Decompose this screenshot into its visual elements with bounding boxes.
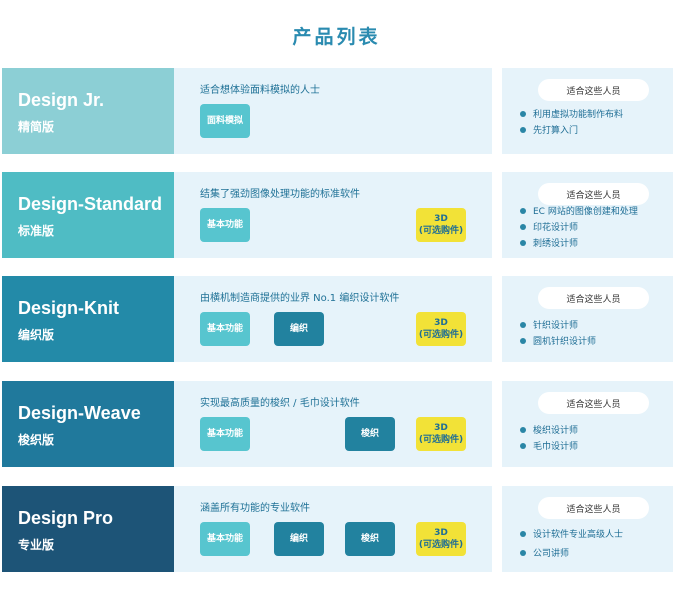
list-item: 梭织设计师 — [520, 423, 578, 439]
product-name-block: Design Jr. 精简版 — [2, 68, 174, 154]
product-row-design-weave: Design-Weave 梭织版 实现最高质量的梭织 / 毛巾设计软件 基本功能… — [2, 381, 673, 467]
list-item: 先打算入门 — [520, 123, 623, 139]
product-features-panel: 适合想体验面料模拟的人士 面料模拟 — [174, 68, 492, 154]
bullet-icon — [520, 337, 526, 344]
target-users-header: 适合这些人员 — [538, 79, 649, 101]
list-item: 公司讲师 — [520, 545, 623, 564]
product-description: 结集了强劲图像处理功能的标准软件 — [200, 189, 360, 200]
list-item: 设计软件专业高级人士 — [520, 526, 623, 545]
list-item: 刺绣设计师 — [520, 236, 638, 252]
target-users-list: EC 网站的图像创建和处理 印花设计师 刺绣设计师 — [520, 204, 638, 252]
target-users-panel: 适合这些人员 利用虚拟功能制作布料 先打算入门 — [502, 68, 673, 154]
list-item: 圆机针织设计师 — [520, 334, 596, 350]
target-users-panel: 适合这些人员 EC 网站的图像创建和处理 印花设计师 刺绣设计师 — [502, 172, 673, 258]
product-row-design-pro: Design Pro 专业版 涵盖所有功能的专业软件 基本功能 编织 梭织 3D… — [2, 486, 673, 572]
feature-3d-optional-button[interactable]: 3D (可选购件) — [416, 208, 466, 242]
target-users-panel: 适合这些人员 设计软件专业高级人士 公司讲师 — [502, 486, 673, 572]
list-item: 针织设计师 — [520, 318, 596, 334]
product-name-block: Design-Standard 标准版 — [2, 172, 174, 258]
feature-fabric-simulation-button[interactable]: 面料模拟 — [200, 104, 250, 138]
product-features-panel: 实现最高质量的梭织 / 毛巾设计软件 基本功能 梭织 3D (可选购件) — [174, 381, 492, 467]
target-users-list: 利用虚拟功能制作布料 先打算入门 — [520, 107, 623, 139]
feature-3d-optional-button[interactable]: 3D (可选购件) — [416, 417, 466, 451]
target-users-list: 设计软件专业高级人士 公司讲师 — [520, 526, 623, 564]
bullet-icon — [520, 530, 526, 537]
feature-knit-button[interactable]: 编织 — [274, 522, 324, 556]
product-row-design-jr: Design Jr. 精简版 适合想体验面料模拟的人士 面料模拟 适合这些人员 … — [2, 68, 673, 154]
product-name: Design-Standard — [18, 194, 163, 214]
product-subtitle: 专业版 — [18, 538, 55, 552]
product-name-block: Design-Weave 梭织版 — [2, 381, 174, 467]
product-features-panel: 结集了强劲图像处理功能的标准软件 基本功能 3D (可选购件) — [174, 172, 492, 258]
bullet-icon — [520, 223, 526, 230]
product-name: Design-Knit — [18, 298, 119, 318]
product-subtitle: 梭织版 — [18, 433, 55, 447]
bullet-icon — [520, 321, 526, 328]
product-subtitle: 标准版 — [18, 224, 55, 238]
list-item: 利用虚拟功能制作布料 — [520, 107, 623, 123]
product-name-block: Design-Knit 编织版 — [2, 276, 174, 362]
bullet-icon — [520, 442, 526, 449]
product-row-design-standard: Design-Standard 标准版 结集了强劲图像处理功能的标准软件 基本功… — [2, 172, 673, 258]
product-name: Design Jr. — [18, 90, 105, 110]
target-users-panel: 适合这些人员 梭织设计师 毛巾设计师 — [502, 381, 673, 467]
product-subtitle: 编织版 — [18, 328, 55, 342]
list-item: 印花设计师 — [520, 220, 638, 236]
target-users-header: 适合这些人员 — [538, 287, 649, 309]
product-row-design-knit: Design-Knit 编织版 由横机制造商提供的业界 No.1 编织设计软件 … — [2, 276, 673, 362]
product-description: 涵盖所有功能的专业软件 — [200, 503, 310, 514]
feature-weave-button[interactable]: 梭织 — [345, 417, 395, 451]
feature-basic-button[interactable]: 基本功能 — [200, 208, 250, 242]
feature-basic-button[interactable]: 基本功能 — [200, 312, 250, 346]
list-item: EC 网站的图像创建和处理 — [520, 204, 638, 220]
bullet-icon — [520, 110, 526, 117]
target-users-panel: 适合这些人员 针织设计师 圆机针织设计师 — [502, 276, 673, 362]
feature-basic-button[interactable]: 基本功能 — [200, 522, 250, 556]
page-title: 产品列表 — [292, 26, 381, 48]
product-subtitle: 精简版 — [18, 120, 55, 134]
bullet-icon — [520, 549, 526, 556]
feature-basic-button[interactable]: 基本功能 — [200, 417, 250, 451]
target-users-header: 适合这些人员 — [538, 183, 649, 205]
product-features-panel: 由横机制造商提供的业界 No.1 编织设计软件 基本功能 编织 3D (可选购件… — [174, 276, 492, 362]
feature-weave-button[interactable]: 梭织 — [345, 522, 395, 556]
product-features-panel: 涵盖所有功能的专业软件 基本功能 编织 梭织 3D (可选购件) — [174, 486, 492, 572]
bullet-icon — [520, 239, 526, 246]
list-item: 毛巾设计师 — [520, 439, 578, 455]
product-description: 适合想体验面料模拟的人士 — [200, 85, 320, 96]
target-users-header: 适合这些人员 — [538, 392, 649, 414]
target-users-list: 针织设计师 圆机针织设计师 — [520, 318, 596, 350]
bullet-icon — [520, 426, 526, 433]
feature-knit-button[interactable]: 编织 — [274, 312, 324, 346]
product-description: 实现最高质量的梭织 / 毛巾设计软件 — [200, 398, 360, 409]
product-name: Design-Weave — [18, 403, 141, 423]
product-name: Design Pro — [18, 508, 114, 528]
feature-3d-optional-button[interactable]: 3D (可选购件) — [416, 312, 466, 346]
bullet-icon — [520, 207, 526, 214]
bullet-icon — [520, 126, 526, 133]
target-users-header: 适合这些人员 — [538, 497, 649, 519]
product-description: 由横机制造商提供的业界 No.1 编织设计软件 — [200, 293, 400, 304]
feature-3d-optional-button[interactable]: 3D (可选购件) — [416, 522, 466, 556]
product-name-block: Design Pro 专业版 — [2, 486, 174, 572]
target-users-list: 梭织设计师 毛巾设计师 — [520, 423, 578, 455]
